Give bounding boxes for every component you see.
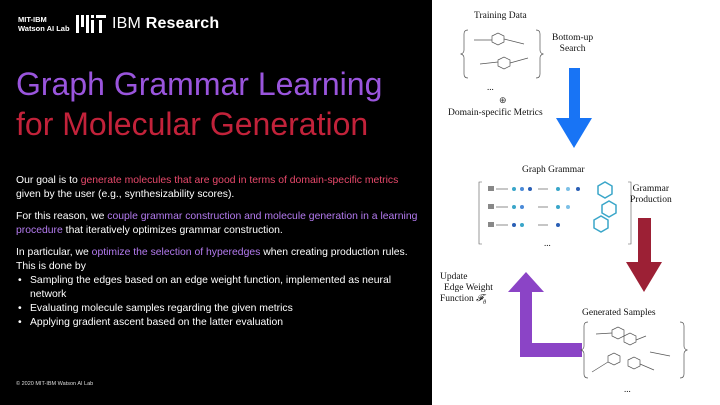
ibm-research-label: IBM Research <box>112 15 220 32</box>
text-panel: MIT-IBM Watson AI Lab IBM Research Graph… <box>0 0 432 405</box>
workflow-diagram: ... ⊕ <box>459 29 689 394</box>
title-line-1: Graph Grammar Learning <box>16 66 383 102</box>
paragraph-reason: For this reason, we couple grammar const… <box>16 211 418 236</box>
training-data-molecules <box>459 29 545 79</box>
update-arrow-base <box>520 343 582 357</box>
copyright-footer: © 2020 MIT-IBM Watson AI Lab <box>16 381 94 387</box>
training-data-label: Training Data <box>474 11 527 21</box>
grammar-production-arrow <box>626 218 662 292</box>
grammar-rule-rows <box>488 181 617 233</box>
grammar-production-label: Grammar Production <box>630 184 672 205</box>
domain-metrics-label: Domain-specific Metrics <box>448 108 543 118</box>
samples-ellipsis: ... <box>624 384 631 394</box>
generated-samples-label: Generated Samples <box>582 308 656 318</box>
generated-samples-molecules <box>579 321 689 379</box>
update-weight-arrow <box>508 272 544 357</box>
diagram-panel: ... ⊕ <box>432 0 720 405</box>
training-ellipsis: ... <box>487 82 494 92</box>
grammar-ellipsis: ... <box>544 238 551 248</box>
graph-grammar-rules <box>478 181 632 245</box>
header-logos: MIT-IBM Watson AI Lab IBM Research <box>18 14 219 34</box>
f-theta-symbol: 𝓕θ <box>476 294 487 306</box>
page-title: Graph Grammar Learning for Molecular Gen… <box>16 64 382 144</box>
paragraph-goal: Our goal is to generate molecules that a… <box>16 175 399 200</box>
update-edge-weight-label: Update Edge Weight Function 𝓕θ <box>440 272 493 306</box>
mit-logo-icon <box>76 15 106 33</box>
title-line-2: for Molecular Generation <box>16 106 369 142</box>
bottom-up-label: Bottom-up Search <box>552 33 594 54</box>
oplus-icon: ⊕ <box>499 95 507 105</box>
paragraph-particular: In particular, we optimize the selection… <box>16 247 408 272</box>
bottom-up-arrow <box>556 68 592 148</box>
mit-ibm-label: MIT-IBM Watson AI Lab <box>18 15 70 33</box>
graph-grammar-label: Graph Grammar <box>522 165 585 175</box>
list-item: Evaluating molecule samples regarding th… <box>18 302 421 316</box>
body-text: Our goal is to generate molecules that a… <box>16 174 421 330</box>
bullet-list: Sampling the edges based on an edge weig… <box>16 274 421 330</box>
list-item: Sampling the edges based on an edge weig… <box>18 274 421 302</box>
list-item: Applying gradient ascent based on the la… <box>18 316 421 330</box>
